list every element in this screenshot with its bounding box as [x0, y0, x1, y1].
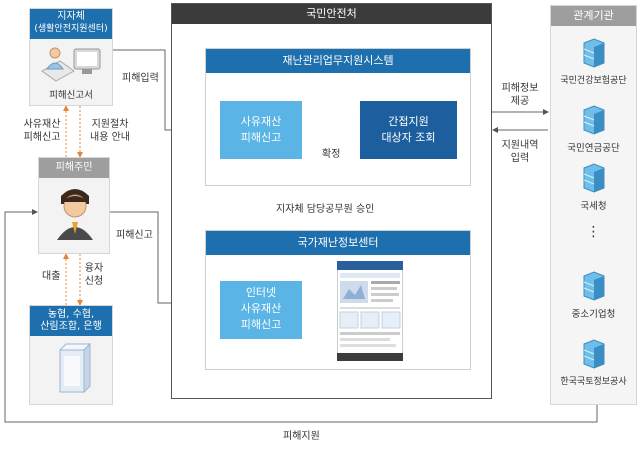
label-damage-info-1: 피해정보: [501, 83, 539, 94]
label-damage-info-2: 제공: [510, 96, 530, 107]
main-title: 국민안전처: [172, 4, 491, 24]
internet-report-box: 인터넷 사유재산 피해신고: [220, 281, 302, 339]
label-support-guide-1: 지원절차: [91, 119, 129, 130]
local-gov-subtitle: (생활안전지원센터): [34, 24, 108, 34]
local-gov-title: 지자체: [57, 11, 85, 22]
disaster-system-title: 재난관리업무지원시스템: [206, 49, 470, 73]
label-damage-support: 피해지원: [283, 431, 320, 442]
disaster-system-box: 재난관리업무지원시스템: [205, 48, 471, 186]
local-gov-header: 지자체 (생활안전지원센터): [30, 9, 112, 39]
orgs-panel: 관계기관: [550, 5, 637, 405]
label-confirm: 확정: [322, 149, 341, 160]
label-private-report-left-2: 피해신고: [23, 132, 61, 143]
victim-box: 피해주민: [38, 157, 110, 254]
internet-line1: 인터넷: [245, 286, 277, 299]
org-item-nps: 국민연금공단: [550, 104, 637, 154]
indirect-line2: 대상자 조회: [381, 131, 436, 144]
label-finance-1: 융자: [84, 263, 104, 274]
label-support-guide-2: 내용 안내: [90, 132, 130, 143]
bank-title-line2: 산림조합, 은행: [40, 321, 102, 332]
label-finance-2: 신청: [84, 276, 104, 287]
org-label-nhis: 국민건강보험공단: [560, 76, 627, 86]
label-damage-input: 피해입력: [122, 73, 159, 84]
label-support-details-2: 입력: [510, 153, 530, 164]
bank-title-line1: 농협, 수협,: [47, 309, 95, 320]
report-form-caption: 피해신고서: [49, 90, 93, 101]
label-damage-report: 피해신고: [116, 230, 153, 241]
label-approval: 지자체 담당공무원 승인: [276, 204, 375, 215]
server-icon: [583, 38, 605, 68]
org-item-nts: 국세청: [550, 162, 637, 212]
label-loan: 대출: [42, 271, 61, 282]
org-label-nps: 국민연금공단: [567, 143, 620, 154]
info-center-title: 국가재난정보센터: [206, 231, 470, 255]
internet-line2: 사유재산: [240, 302, 282, 315]
indirect-support-box: 간접지원 대상자 조회: [360, 101, 457, 159]
internet-line3: 피해신고: [240, 318, 282, 331]
label-private-report-left-1: 사유재산: [23, 119, 61, 130]
org-item-smba: 중소기업청: [550, 270, 637, 320]
server-icon: [583, 339, 605, 369]
victim-header: 피해주민: [39, 158, 109, 178]
label-private-report-left: 사유재산 피해신고: [20, 118, 64, 144]
private-report-line1: 사유재산: [240, 115, 282, 128]
bank-header: 농협, 수협, 산림조합, 은행: [30, 306, 112, 336]
line-damage-support: [4, 209, 598, 423]
label-support-details: 지원내역 입력: [496, 139, 544, 165]
local-gov-box: 지자체 (생활안전지원센터) 피해신고서: [29, 8, 113, 106]
server-icon: [583, 163, 605, 193]
bank-box: 농협, 수협, 산림조합, 은행: [29, 305, 113, 405]
label-support-guide: 지원절차 내용 안내: [86, 118, 134, 144]
person-icon: [57, 189, 93, 240]
website-screenshot-thumbnail: [337, 261, 403, 361]
label-support-details-1: 지원내역: [501, 140, 539, 151]
orgs-title: 관계기관: [551, 6, 636, 26]
bank-box-icon: [58, 342, 92, 394]
label-damage-info: 피해정보 제공: [496, 82, 544, 108]
report-form-icon: [41, 47, 101, 82]
org-label-nts: 국세청: [580, 201, 607, 212]
server-icon: [583, 271, 605, 301]
org-item-nhis: 국민건강보험공단: [550, 37, 637, 86]
private-report-box: 사유재산 피해신고: [220, 101, 302, 159]
server-icon: [583, 105, 605, 135]
org-item-lx: 한국국토정보공사: [550, 338, 637, 387]
org-ellipsis: ⋮: [586, 224, 601, 240]
org-label-lx: 한국국토정보공사: [560, 377, 627, 387]
private-report-line2: 피해신고: [240, 131, 282, 144]
indirect-line1: 간접지원: [388, 115, 429, 128]
org-label-smba: 중소기업청: [571, 309, 616, 320]
label-finance: 융자 신청: [84, 262, 104, 288]
